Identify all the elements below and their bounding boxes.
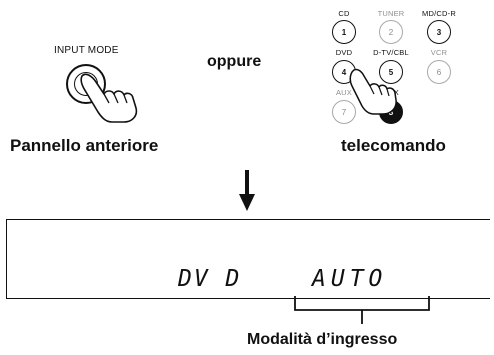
remote-button-2[interactable]: 2 [379, 20, 403, 44]
remote-button-5[interactable]: 5 [379, 60, 403, 84]
remote-button-6[interactable]: 6 [427, 60, 451, 84]
remote-label-mdcdr: MD/CD-R [422, 9, 456, 18]
display-mode-text: AUTO [312, 266, 388, 292]
remote-label-dtvcbl: D-TV/CBL [373, 48, 409, 57]
remote-label-aux-7: AUX [335, 88, 353, 97]
remote-label-vcr: VCR [430, 48, 448, 57]
remote-button-7[interactable]: 7 [332, 100, 356, 124]
front-panel-caption: Pannello anteriore [10, 136, 159, 155]
remote-button-3[interactable]: 3 [427, 20, 451, 44]
input-mode-callout: Modalità d’ingresso [247, 331, 398, 348]
remote-label-tuner: TUNER [377, 9, 405, 18]
down-arrow-icon [239, 170, 255, 211]
oppure-label: oppure [207, 53, 262, 70]
pointing-hand-icon [349, 68, 397, 115]
remote-button-1[interactable]: 1 [332, 20, 356, 44]
input-mode-label: INPUT MODE [54, 45, 119, 56]
remote-caption: telecomando [341, 136, 446, 155]
remote-label-dvd: DVD [335, 48, 353, 57]
remote-label-cd: CD [338, 9, 350, 18]
mode-bracket [294, 296, 430, 324]
pointing-hand-icon [80, 73, 138, 123]
display-source-text: DV D [178, 266, 242, 292]
front-panel-display [6, 219, 490, 299]
